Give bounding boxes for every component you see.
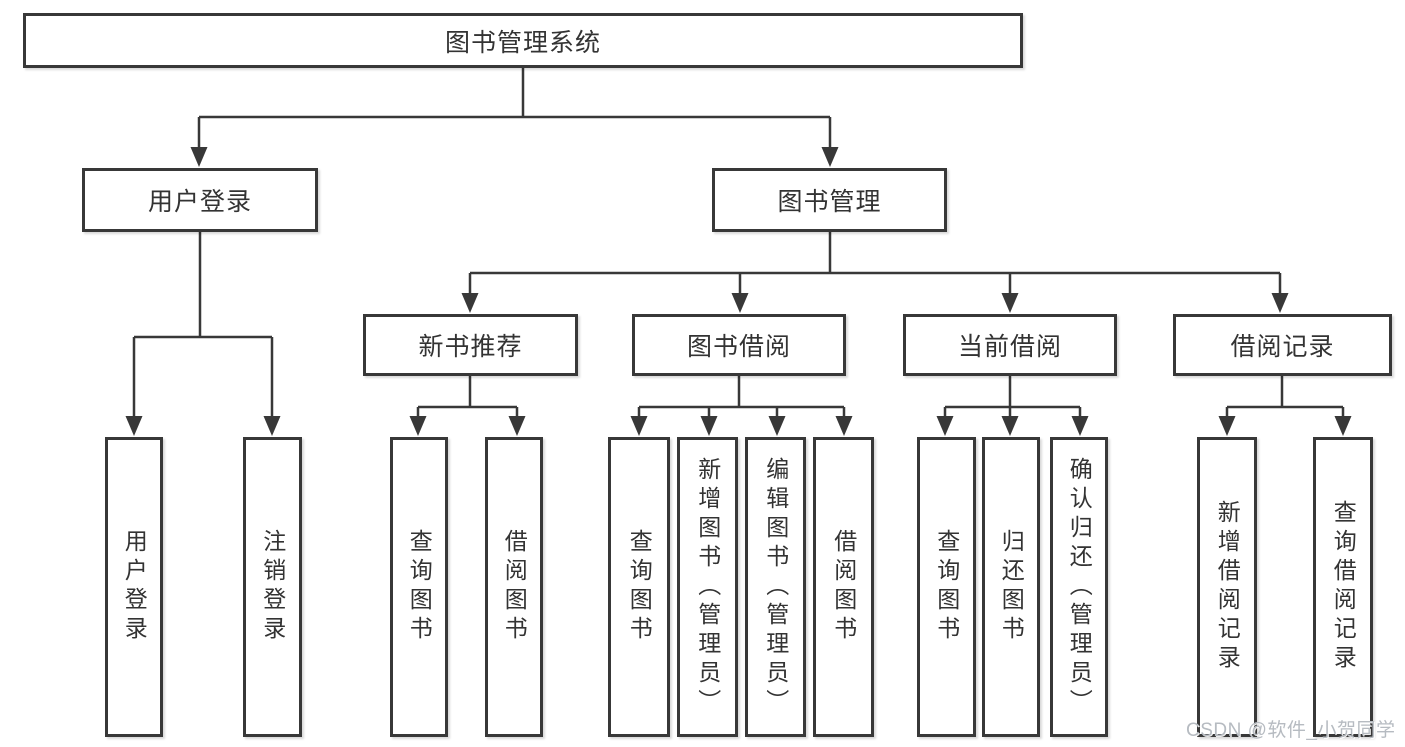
node-new-book-recommend: 新书推荐 [363, 314, 578, 376]
arrowheads [125, 147, 1352, 436]
leaf-add-books-admin-label: 新增图书（管理员） [694, 456, 721, 718]
csdn-watermark: CSDN @软件_小贺同学 [1186, 720, 1396, 741]
leaf-borrow-books-recommend: 借阅图书 [485, 437, 543, 737]
leaf-borrow-books-borrowing-label: 借阅图书 [830, 529, 857, 645]
leaf-return-books-label: 归还图书 [998, 529, 1025, 645]
leaf-query-borrow-record: 查询借阅记录 [1313, 437, 1373, 737]
leaf-confirm-return-admin-label: 确认归还（管理员） [1066, 456, 1093, 718]
node-new-book-recommend-label: 新书推荐 [418, 333, 523, 361]
leaf-query-borrow-record-label: 查询借阅记录 [1330, 500, 1357, 674]
node-root: 图书管理系统 [23, 13, 1023, 68]
leaf-user-login: 用户登录 [105, 437, 163, 737]
leaf-query-books-current: 查询图书 [917, 437, 976, 737]
node-borrowing-records-label: 借阅记录 [1230, 333, 1335, 361]
node-user-login-label: 用户登录 [147, 188, 252, 216]
node-user-login: 用户登录 [82, 168, 318, 232]
leaf-add-borrow-record: 新增借阅记录 [1197, 437, 1257, 737]
leaf-user-login-label: 用户登录 [121, 529, 148, 645]
leaf-borrow-books-borrowing: 借阅图书 [813, 437, 874, 737]
leaf-logout: 注销登录 [243, 437, 302, 737]
leaf-edit-books-admin-label: 编辑图书（管理员） [762, 456, 789, 718]
leaf-query-books-recommend: 查询图书 [390, 437, 448, 737]
leaf-logout-label: 注销登录 [259, 529, 286, 645]
leaf-query-books-borrowing: 查询图书 [608, 437, 670, 737]
leaf-return-books: 归还图书 [982, 437, 1040, 737]
leaf-query-books-borrowing-label: 查询图书 [626, 529, 653, 645]
node-book-borrowing: 图书借阅 [632, 314, 846, 376]
node-book-borrowing-label: 图书借阅 [686, 333, 791, 361]
node-book-management: 图书管理 [712, 168, 947, 232]
node-current-borrowing: 当前借阅 [903, 314, 1117, 376]
node-current-borrowing-label: 当前借阅 [957, 333, 1062, 361]
node-root-label: 图书管理系统 [444, 28, 601, 57]
leaf-query-books-recommend-label: 查询图书 [406, 529, 433, 645]
node-book-management-label: 图书管理 [777, 188, 882, 216]
leaf-confirm-return-admin: 确认归还（管理员） [1050, 437, 1108, 737]
leaf-add-borrow-record-label: 新增借阅记录 [1214, 500, 1241, 674]
node-borrowing-records: 借阅记录 [1173, 314, 1392, 376]
leaf-borrow-books-recommend-label: 借阅图书 [501, 529, 528, 645]
leaf-query-books-current-label: 查询图书 [933, 529, 960, 645]
leaf-edit-books-admin: 编辑图书（管理员） [745, 437, 806, 737]
leaf-add-books-admin: 新增图书（管理员） [677, 437, 738, 737]
